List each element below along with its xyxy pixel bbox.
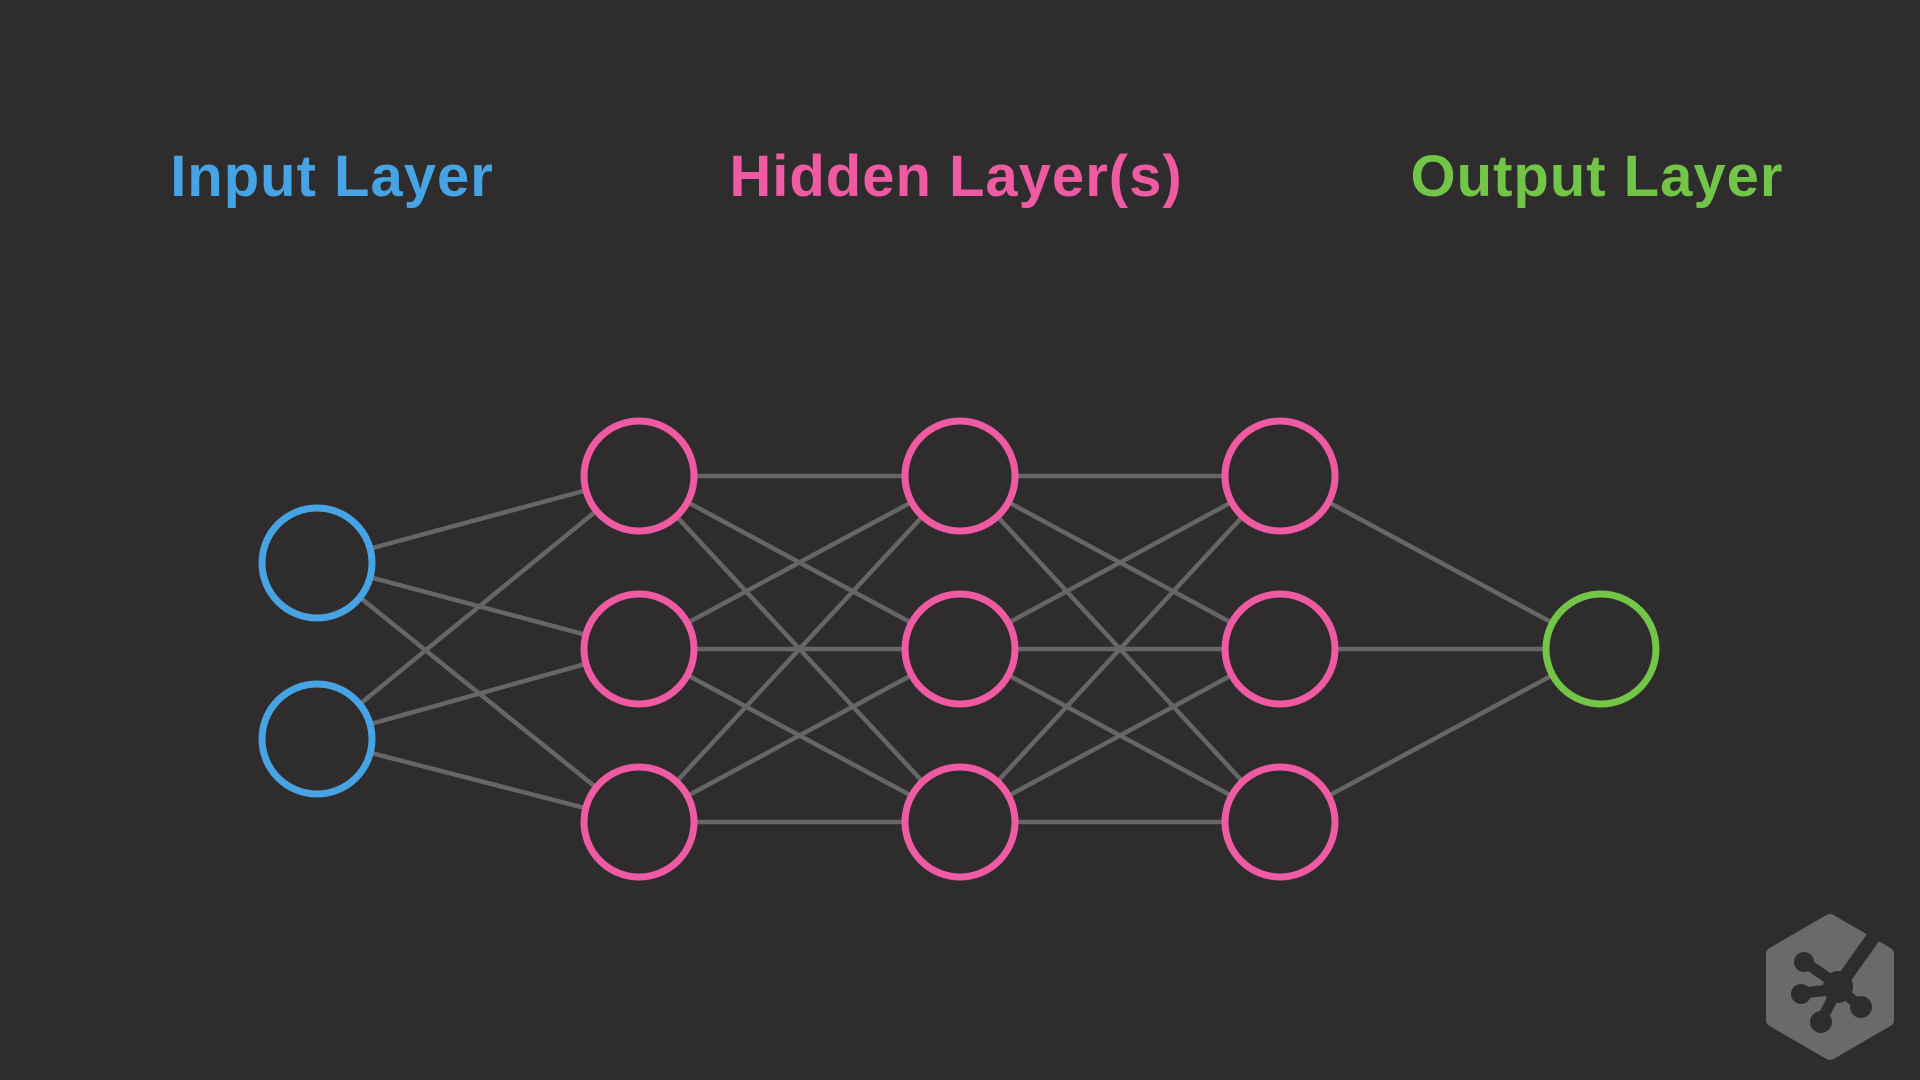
neuron-hidden-3-2: [1221, 590, 1339, 708]
edge-hidden-1-2-to-hidden-2-1: [637, 474, 962, 651]
neuron-nodes: [258, 417, 1660, 881]
logo-footprint: [1791, 915, 1891, 1033]
edge-input-2-to-hidden-1-1: [315, 474, 641, 741]
output-layer-title: Output Layer: [1410, 144, 1784, 209]
edge-hidden-3-1-to-output-1: [1278, 474, 1603, 651]
edge-hidden-2-3-to-hidden-3-2: [958, 647, 1282, 824]
neuron-input-2: [258, 680, 376, 798]
hexagon-footprint-logo: [1766, 914, 1894, 1060]
input-layer-title: Input Layer: [170, 144, 494, 209]
neuron-hidden-3-3: [1221, 763, 1339, 881]
edge-hidden-1-3-to-hidden-2-2: [637, 647, 962, 824]
neuron-input-1: [258, 504, 376, 622]
edge-hidden-2-2-to-hidden-3-1: [958, 474, 1282, 651]
neuron-hidden-3-1: [1221, 417, 1339, 535]
neuron-hidden-2-1: [901, 417, 1019, 535]
hidden-layer-title: Hidden Layer(s): [729, 144, 1183, 209]
edge-hidden-1-3-to-hidden-2-1: [637, 474, 962, 824]
neuron-hidden-1-3: [580, 763, 698, 881]
edge-hidden-2-3-to-hidden-3-1: [958, 474, 1282, 824]
neuron-hidden-2-3: [901, 763, 1019, 881]
neuron-output-1: [1542, 590, 1660, 708]
neuron-hidden-1-1: [580, 417, 698, 535]
neuron-hidden-2-2: [901, 590, 1019, 708]
neuron-hidden-1-2: [580, 590, 698, 708]
edge-hidden-3-3-to-output-1: [1278, 647, 1603, 824]
